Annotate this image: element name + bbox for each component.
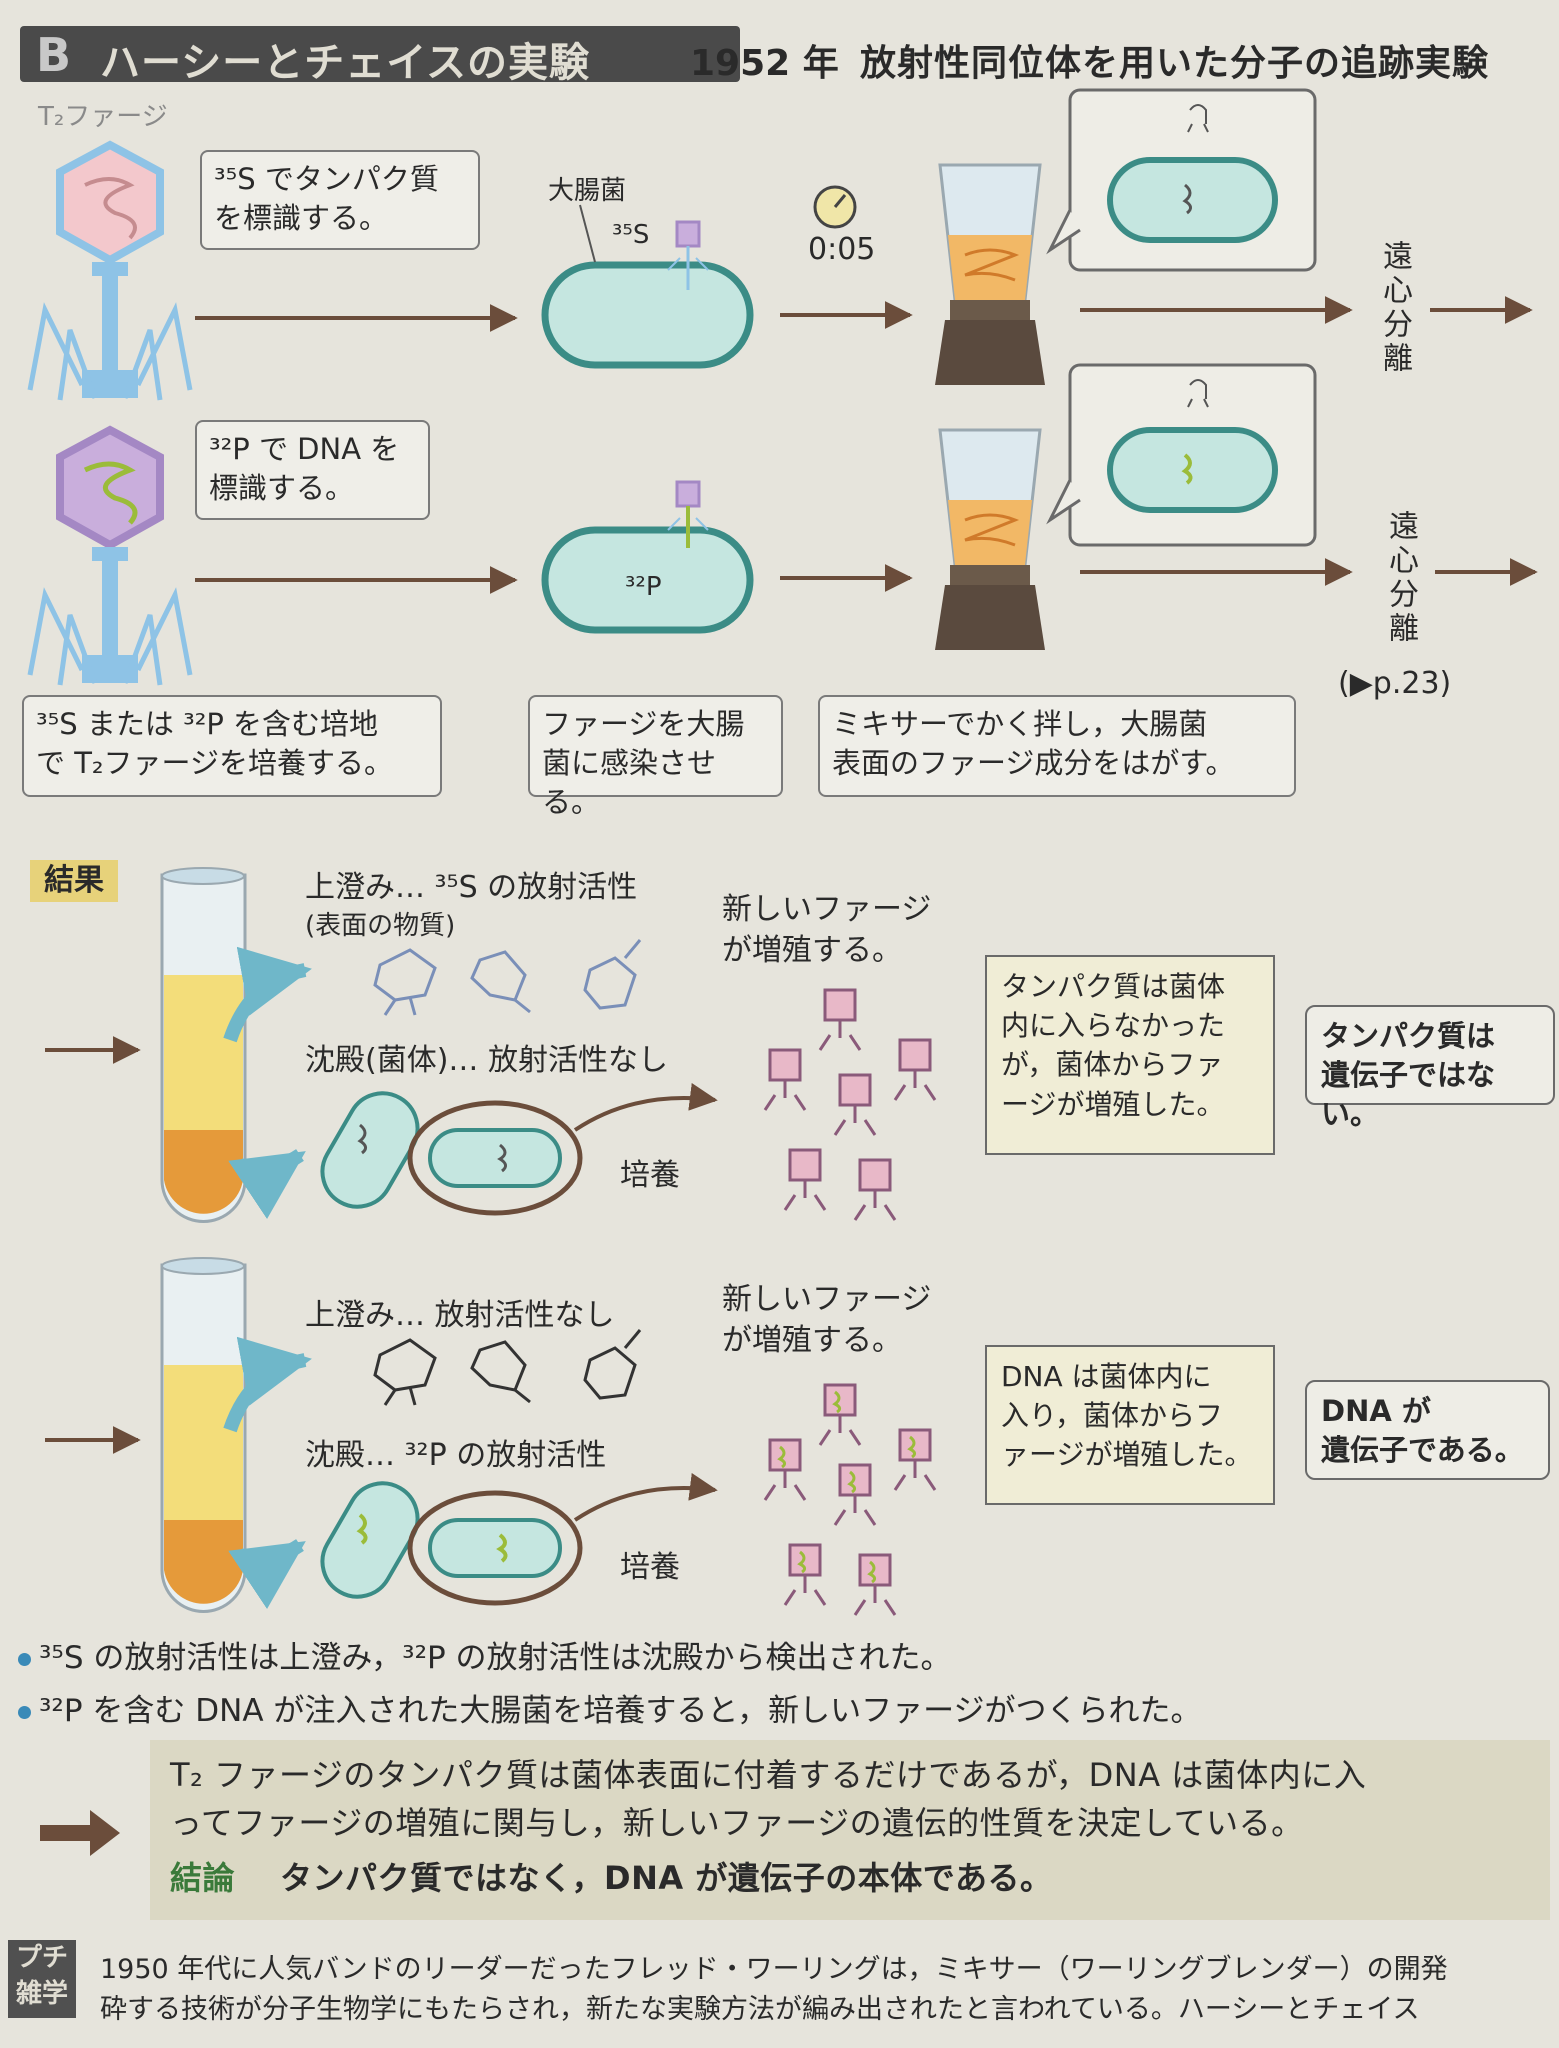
result1-new-phage: 新しいファージ が増殖する。: [722, 892, 932, 968]
centrifuge-label-2: 遠心分離: [1383, 510, 1418, 646]
blender-2: [935, 428, 1045, 650]
p32-tag: ³²P: [625, 572, 662, 602]
blender-1: [935, 163, 1045, 385]
result2-precipitate: 沈殿… ³²P の放射活性: [305, 1438, 607, 1473]
result1-supernatant: 上澄み… ³⁵S の放射活性: [305, 870, 638, 905]
zoom-bubble-2: [1046, 363, 1317, 547]
result2-new-phage: 新しいファージ が増殖する。: [722, 1282, 932, 1358]
step-culture: ³⁵S または ³²P を含む培地 で T₂ファージを培養する。: [22, 695, 442, 797]
result1-conclusion: タンパク質は 遺伝子ではない。: [1305, 1005, 1555, 1131]
callout-s35: ³⁵S でタンパク質 を標識する。: [200, 150, 480, 250]
footer-line-2: 砕する技術が分子生物学にもたらされ，新たな実験方法が編み出されたと言われている。…: [100, 1994, 1420, 2025]
callout-p32: ³²P で DNA を 標識する。: [195, 420, 430, 520]
empty-coats-2: [373, 1329, 642, 1406]
summary-line-2: ってファージの増殖に関与し，新しいファージの遺伝的性質を決定している。: [170, 1804, 1304, 1842]
result2-conclusion: DNA が 遺伝子である。: [1305, 1380, 1550, 1480]
result2-note: DNA は菌体内に 入り，菌体からフ ァージが増殖した。: [985, 1345, 1275, 1505]
test-tube-2: [160, 1257, 247, 1613]
result1-culture: 培養: [620, 1158, 680, 1193]
attached-phage-p32: [667, 480, 709, 548]
summary-box: [150, 1740, 1550, 1920]
section-subtitle: 放射性同位体を用いた分子の追跡実験: [860, 43, 1490, 84]
result1-note: タンパク質は菌体 内に入らなかった が，菌体からファ ージが増殖した。: [985, 955, 1275, 1155]
result1-precipitate: 沈殿(菌体)… 放射活性なし: [305, 1043, 668, 1078]
conclusion-label: 結論: [170, 1859, 236, 1897]
centrifuge-label-1: 遠心分離: [1377, 240, 1412, 376]
step-blend: ミキサーでかく拌し，大腸菌 表面のファージ成分をはがす。: [818, 695, 1296, 797]
zoom-bubble-1: [1046, 88, 1317, 272]
s35-tag: ³⁵S: [612, 220, 650, 250]
bullet-1-text: ³⁵S の放射活性は上澄み，³²P の放射活性は沈殿から検出された。: [39, 1640, 952, 1676]
timer-text: 0:05: [808, 232, 876, 267]
bullet-2-text: ³²P を含む DNA が注入された大腸菌を培養すると，新しいファージがつくられ…: [39, 1693, 1202, 1729]
bullet-2: ³²P を含む DNA が注入された大腸菌を培養すると，新しいファージがつくられ…: [18, 1685, 1202, 1730]
ecoli-cell-1: [541, 261, 754, 369]
conclusion-text: タンパク質ではなく，DNA が遺伝子の本体である。: [280, 1859, 1053, 1897]
timer-clock: [813, 185, 857, 229]
result-tag: 結果: [30, 860, 118, 902]
ecoli-cell-2: [541, 526, 754, 634]
new-phages-1: [763, 988, 937, 1221]
phage-p32-illustration: [27, 425, 193, 686]
summary-line-1: T₂ ファージのタンパク質は菌体表面に付着するだけであるが，DNA は菌体内に入: [170, 1756, 1367, 1794]
step-infect: ファージを大腸 菌に感染させる。: [528, 695, 783, 819]
new-phages-2: [763, 1383, 937, 1616]
result1-surface: (表面の物質): [305, 911, 456, 941]
bullet-dot-icon: [18, 1653, 31, 1666]
result2-culture: 培養: [620, 1550, 680, 1585]
phage-s35-illustration: [27, 140, 193, 401]
phage-label: T₂ファージ: [38, 102, 168, 132]
section-title: ハーシーとチェイスの実験: [100, 40, 590, 86]
ecoli-label: 大腸菌: [548, 176, 627, 206]
section-header-badge: [20, 26, 740, 82]
trivia-tag: プチ雑学: [8, 1940, 76, 2018]
page-reference[interactable]: (▶p.23): [1338, 666, 1452, 701]
result2-supernatant: 上澄み… 放射活性なし: [305, 1298, 615, 1333]
experiment-year: 1952 年: [690, 43, 839, 84]
bullet-dot-icon: [18, 1706, 31, 1719]
section-letter: B: [36, 28, 72, 82]
empty-coats-1: [373, 939, 642, 1016]
bullet-1: ³⁵S の放射活性は上澄み，³²P の放射活性は沈殿から検出された。: [18, 1632, 952, 1677]
attached-phage-s35: [667, 220, 709, 290]
footer-line-1: 1950 年代に人気バンドのリーダーだったフレッド・ワーリングは，ミキサー（ワー…: [100, 1954, 1448, 1985]
test-tube-1: [160, 867, 247, 1223]
